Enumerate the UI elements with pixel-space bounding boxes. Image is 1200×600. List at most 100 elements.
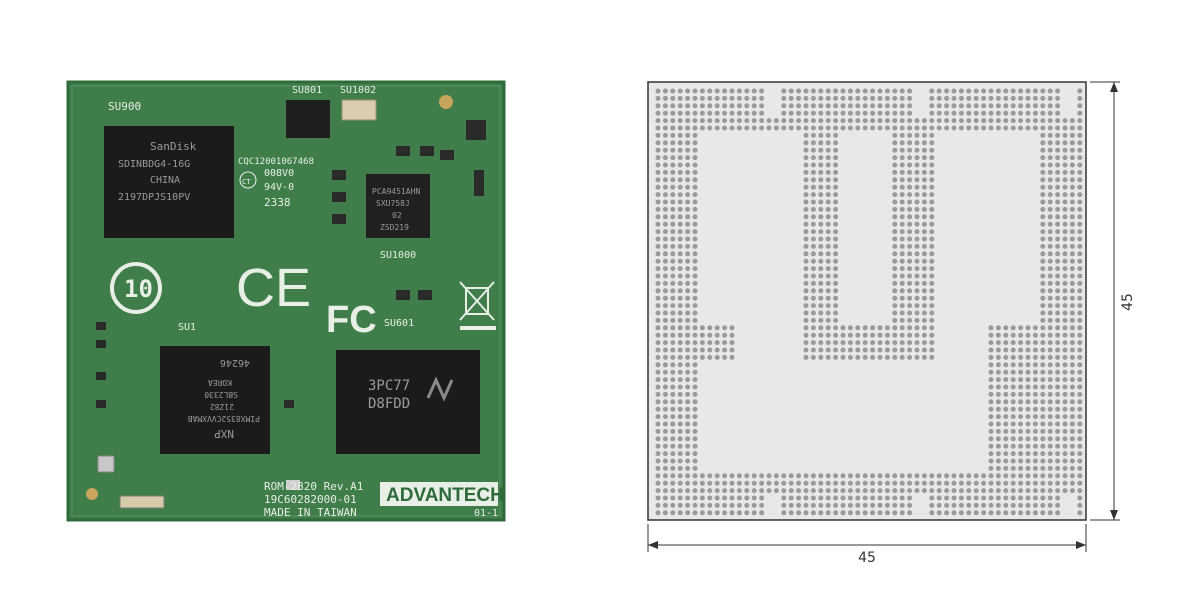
solder-ball	[1032, 428, 1038, 434]
solder-ball	[825, 317, 831, 323]
solder-ball	[803, 510, 809, 516]
solder-ball	[847, 88, 853, 94]
solder-ball	[781, 502, 787, 508]
solder-ball	[981, 95, 987, 101]
solder-ball	[988, 362, 994, 368]
solder-ball	[670, 340, 676, 346]
solder-ball	[988, 377, 994, 383]
solder-ball	[788, 473, 794, 479]
solder-ball	[870, 480, 876, 486]
solder-ball	[1047, 103, 1053, 109]
solder-ball	[958, 110, 964, 116]
solder-ball	[1025, 377, 1031, 383]
solder-ball	[655, 206, 661, 212]
solder-ball	[1032, 436, 1038, 442]
solder-ball	[1047, 169, 1053, 175]
solder-ball	[662, 510, 668, 516]
solder-ball	[692, 310, 698, 316]
solder-ball	[825, 103, 831, 109]
solder-ball	[692, 347, 698, 353]
solder-ball	[840, 340, 846, 346]
solder-ball	[729, 110, 735, 116]
solder-ball	[1077, 243, 1083, 249]
crystal-su1002	[341, 99, 377, 121]
solder-ball	[833, 488, 839, 494]
solder-ball	[944, 480, 950, 486]
solder-ball	[685, 258, 691, 264]
solder-ball	[1025, 103, 1031, 109]
solder-ball	[899, 488, 905, 494]
solder-ball	[818, 310, 824, 316]
solder-ball	[773, 118, 779, 124]
solder-ball	[670, 266, 676, 272]
solder-ball	[1069, 458, 1075, 464]
solder-ball	[685, 243, 691, 249]
solder-ball	[914, 295, 920, 301]
solder-ball	[899, 303, 905, 309]
solder-ball	[1018, 377, 1024, 383]
solder-ball	[847, 118, 853, 124]
solder-ball	[1025, 421, 1031, 427]
solder-ball	[840, 502, 846, 508]
solder-ball	[1055, 192, 1061, 198]
solder-ball	[729, 473, 735, 479]
solder-ball	[1003, 406, 1009, 412]
solder-ball	[1077, 488, 1083, 494]
solder-ball	[833, 162, 839, 168]
solder-ball	[1032, 406, 1038, 412]
solder-ball	[677, 340, 683, 346]
solder-ball	[722, 103, 728, 109]
solder-ball	[1025, 428, 1031, 434]
solder-ball	[921, 221, 927, 227]
solder-ball	[1055, 184, 1061, 190]
solder-ball	[818, 214, 824, 220]
solder-ball	[1040, 443, 1046, 449]
solder-ball	[1055, 428, 1061, 434]
solder-ball	[810, 103, 816, 109]
solder-ball	[833, 325, 839, 331]
solder-ball	[670, 206, 676, 212]
solder-ball	[803, 502, 809, 508]
pmic-text-3: 02	[392, 211, 402, 220]
solder-ball	[966, 103, 972, 109]
solder-ball	[1018, 473, 1024, 479]
solder-ball	[929, 473, 935, 479]
solder-ball	[1018, 428, 1024, 434]
solder-ball	[840, 103, 846, 109]
solder-ball	[677, 243, 683, 249]
solder-ball	[1018, 369, 1024, 375]
solder-ball	[692, 480, 698, 486]
solder-ball	[884, 88, 890, 94]
solder-ball	[1047, 340, 1053, 346]
solder-ball	[662, 140, 668, 146]
solder-ball	[899, 110, 905, 116]
solder-ball	[847, 488, 853, 494]
solder-ball	[1069, 169, 1075, 175]
solder-ball	[655, 488, 661, 494]
solder-ball	[833, 147, 839, 153]
solder-ball	[1010, 421, 1016, 427]
solder-ball	[692, 354, 698, 360]
solder-ball	[995, 347, 1001, 353]
solder-ball	[921, 162, 927, 168]
solder-ball	[685, 428, 691, 434]
solder-ball	[825, 288, 831, 294]
solder-ball	[833, 480, 839, 486]
solder-ball	[810, 347, 816, 353]
solder-ball	[877, 495, 883, 501]
solder-ball	[1047, 465, 1053, 471]
solder-ball	[692, 192, 698, 198]
solder-ball	[958, 473, 964, 479]
solder-ball	[677, 125, 683, 131]
solder-ball	[907, 103, 913, 109]
solder-ball	[1047, 118, 1053, 124]
solder-ball	[929, 110, 935, 116]
solder-ball	[1032, 332, 1038, 338]
crystal-small	[97, 455, 115, 473]
solder-ball	[677, 310, 683, 316]
solder-ball	[958, 510, 964, 516]
solder-ball	[921, 214, 927, 220]
solder-ball	[810, 280, 816, 286]
solder-ball	[899, 317, 905, 323]
solder-ball	[870, 354, 876, 360]
